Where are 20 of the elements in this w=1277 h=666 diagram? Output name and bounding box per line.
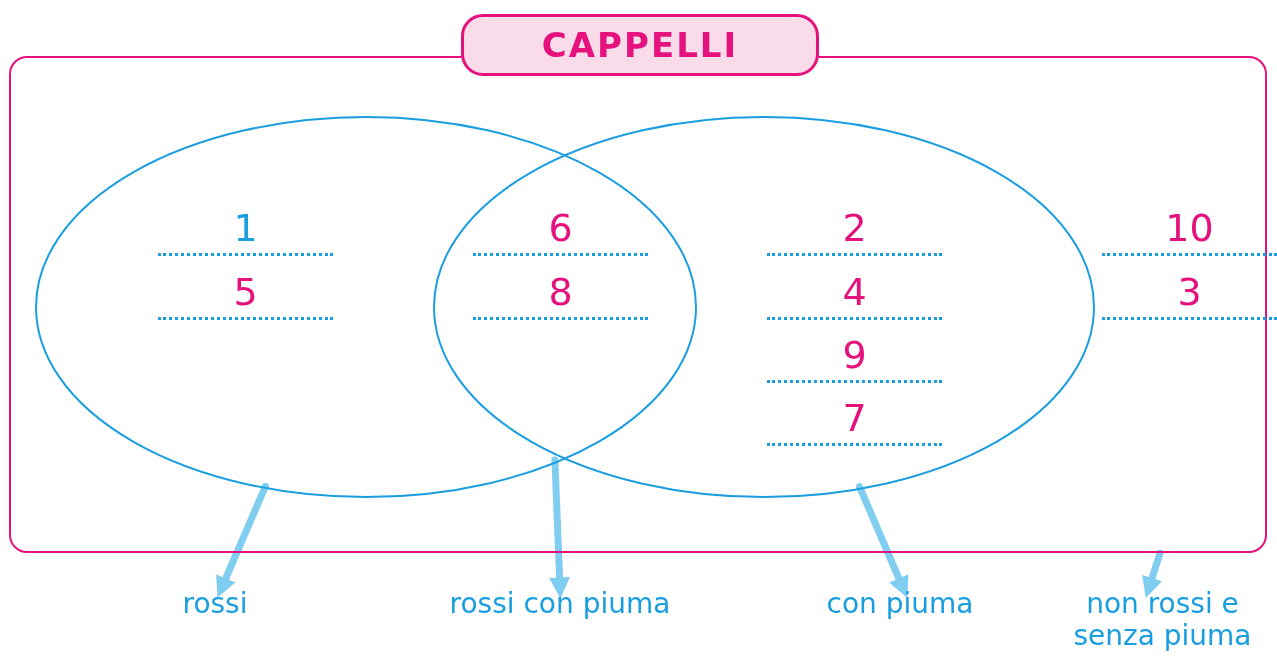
answer-number: 5 [158,272,333,320]
answer-number: 8 [473,272,648,320]
category-label: rossi [160,588,270,632]
arrow [855,483,909,598]
answer-number: 10 [1102,208,1277,256]
answer-number: 3 [1102,272,1277,320]
answer-number: 7 [767,398,942,446]
answer-number: 4 [767,272,942,320]
answer-number: 1 [158,208,333,256]
category-label: con piuma [800,588,1000,632]
arrow [1142,549,1164,598]
category-label: rossi con piuma [420,588,700,632]
arrow [216,482,269,598]
category-label: non rossi e senza piuma [1055,588,1270,664]
answer-number: 6 [473,208,648,256]
answer-number: 9 [767,335,942,383]
set-ellipse [433,116,1095,498]
set-ellipse [35,116,697,498]
answer-number: 2 [767,208,942,256]
set-title: CAPPELLI [461,14,819,76]
